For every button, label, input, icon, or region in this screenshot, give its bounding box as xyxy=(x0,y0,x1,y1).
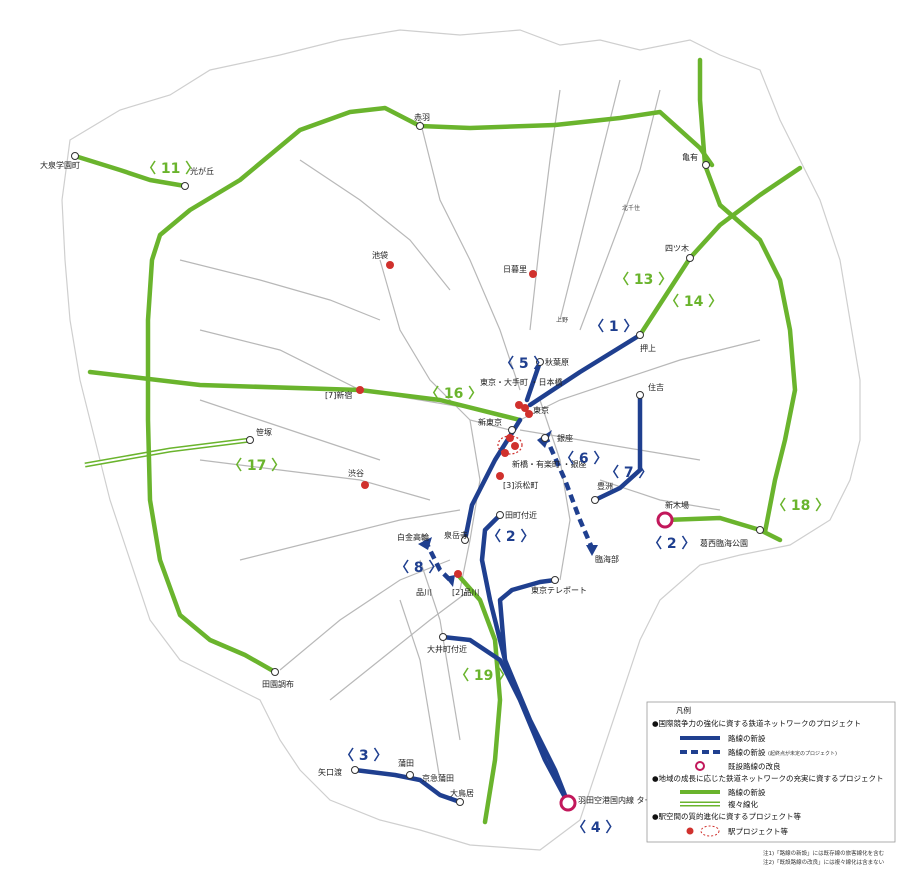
station-rinkai: 臨海部 xyxy=(595,554,619,564)
green-routes xyxy=(72,57,803,825)
station-tokyo: 東京・大手町 ・日本橋 xyxy=(480,377,563,387)
legend-section3: ●駅空間の質的進化に資するプロジェクト等 xyxy=(652,811,802,821)
project-3: 〈 3 〉 xyxy=(340,748,388,764)
station-otorii: 大鳥居 xyxy=(450,788,474,798)
project-13: 〈 13 〉 xyxy=(615,272,672,288)
improvement-rings xyxy=(559,511,674,812)
station-tamachi: 田町付近 xyxy=(505,510,537,520)
station-shinagawa: 品川 xyxy=(416,588,432,597)
station-shibuya: 渋谷 xyxy=(348,468,364,478)
station-haneda: 羽田空港国内線 ターミナル xyxy=(578,795,677,805)
tokyo-wards-outline xyxy=(61,29,861,851)
station-toyosu: 豊洲 xyxy=(597,481,613,491)
legend-new-line: 路線の新設 xyxy=(728,733,766,743)
route-3 xyxy=(352,767,463,805)
station-shirokane: 白金高輪 xyxy=(397,532,429,542)
route-5 xyxy=(524,359,543,403)
shinbashi-station-area xyxy=(497,435,523,455)
route-7 xyxy=(592,392,643,503)
stations-white xyxy=(71,122,764,806)
project-14: 〈 14 〉 xyxy=(665,294,722,310)
project-2a: 〈 2 〉 xyxy=(487,529,535,545)
route-18 xyxy=(662,515,783,543)
route-14 xyxy=(697,57,798,535)
station-kameari: 亀有 xyxy=(682,152,698,162)
project-4: 〈 4 〉 xyxy=(572,820,620,836)
station-kasai: 葛西臨海公園 xyxy=(700,538,748,548)
station-yaguchi: 矢口渡 xyxy=(318,767,342,777)
route-13 xyxy=(637,165,803,338)
route-17-double-track xyxy=(84,437,251,468)
station-hikarigaoka: 光が丘 xyxy=(190,166,214,176)
station-kitasenju: 北千住 xyxy=(622,204,640,212)
station-oimachi: 大井町付近 xyxy=(427,644,467,654)
project-19: 〈 19 〉 xyxy=(455,668,512,684)
blue-routes xyxy=(352,332,643,806)
legend-section1: ●国際競争力の強化に資する鉄道ネットワークのプロジェクト xyxy=(652,718,861,728)
station-ueno: 上野 xyxy=(556,316,568,324)
project-17: 〈 17 〉 xyxy=(228,458,285,474)
project-1: 〈 1 〉 xyxy=(590,319,638,335)
station-sengakuji: 泉岳寺 xyxy=(444,530,468,540)
route-19 xyxy=(455,572,503,825)
station-akabane: 赤羽 xyxy=(414,113,430,122)
station-sumiyoshi: 住吉 xyxy=(648,382,664,392)
project-11: 〈 11 〉 xyxy=(142,161,199,177)
note-2: 注2)「既設路線の改良」には複々線化は含まない xyxy=(763,858,885,866)
station-denenchofu: 田園調布 xyxy=(262,679,294,689)
legend-improvement: 既設路線の改良 xyxy=(728,761,781,771)
route-outer-ring xyxy=(145,105,558,675)
project-8: 〈 8 〉 xyxy=(395,560,443,576)
route-1 xyxy=(527,332,643,408)
station-shinkiba: 新木場 xyxy=(665,500,689,510)
station-nippori: 日暮里 xyxy=(503,264,527,274)
route-11 xyxy=(72,153,188,189)
station-shinagawa2: [2]品川 xyxy=(452,588,479,597)
project-2b: 〈 2 〉 xyxy=(648,536,696,552)
legend-title: 凡例 xyxy=(676,705,691,715)
route-6 xyxy=(542,434,595,549)
station-labels: 赤羽 大泉学園町 光が丘 亀有 四ツ木 押上 住吉 豊洲 新木場 葛西臨海公園 … xyxy=(40,113,748,805)
station-yotsugi: 四ツ木 xyxy=(665,243,689,253)
legend-double-track: 複々線化 xyxy=(728,799,758,809)
project-18: 〈 18 〉 xyxy=(772,498,829,514)
note-1: 注1)「路線の新設」には既存線の旅客線化を含む xyxy=(763,849,885,857)
station-kamata: 蒲田 xyxy=(398,758,414,768)
legend-section2: ●地域の成長に応じた鉄道ネットワークの充実に資するプロジェクト xyxy=(652,773,884,783)
station-shintokyo: 新東京 xyxy=(478,417,502,427)
legend-new-line-dashed: 路線の新設 xyxy=(728,747,766,757)
station-keikyu-kamata: 京急蒲田 xyxy=(422,773,454,783)
project-16: 〈 16 〉 xyxy=(425,386,482,402)
station-oshiage: 押上 xyxy=(640,343,656,353)
project-7: 〈 7 〉 xyxy=(605,465,653,481)
station-sasazuka: 笹塚 xyxy=(256,427,272,437)
project-badges: 〈 1 〉 〈 2 〉 〈 2 〉 〈 3 〉 〈 4 〉 〈 5 〉 〈 6 … xyxy=(142,161,829,836)
station-akihabara: 秋葉原 xyxy=(545,357,569,367)
station-ginza: 銀座 xyxy=(557,433,573,443)
station-projects xyxy=(356,261,537,578)
station-ikebukuro: 池袋 xyxy=(372,250,388,260)
legend-dashed-note: (起終点が未定のプロジェクト) xyxy=(768,750,837,757)
station-oizumi: 大泉学園町 xyxy=(40,160,80,170)
project-5: 〈 5 〉 xyxy=(500,356,548,372)
station-shinjuku: [7]新宿 xyxy=(325,390,352,400)
station-shinbashi: 新橋・有楽町 ・銀座 xyxy=(512,459,587,469)
station-tokyo-teleport: 東京テレポート xyxy=(531,585,587,595)
legend: 凡例 ●国際競争力の強化に資する鉄道ネットワークのプロジェクト 路線の新設 路線… xyxy=(646,701,896,843)
station-hamamatsucho: [3]浜松町 xyxy=(503,480,538,490)
legend-station-project: 駅プロジェクト等 xyxy=(728,826,788,836)
legend-new-line2: 路線の新設 xyxy=(728,787,766,797)
project-6: 〈 6 〉 xyxy=(560,451,608,467)
station-tokyo2: 東京 xyxy=(533,405,549,415)
